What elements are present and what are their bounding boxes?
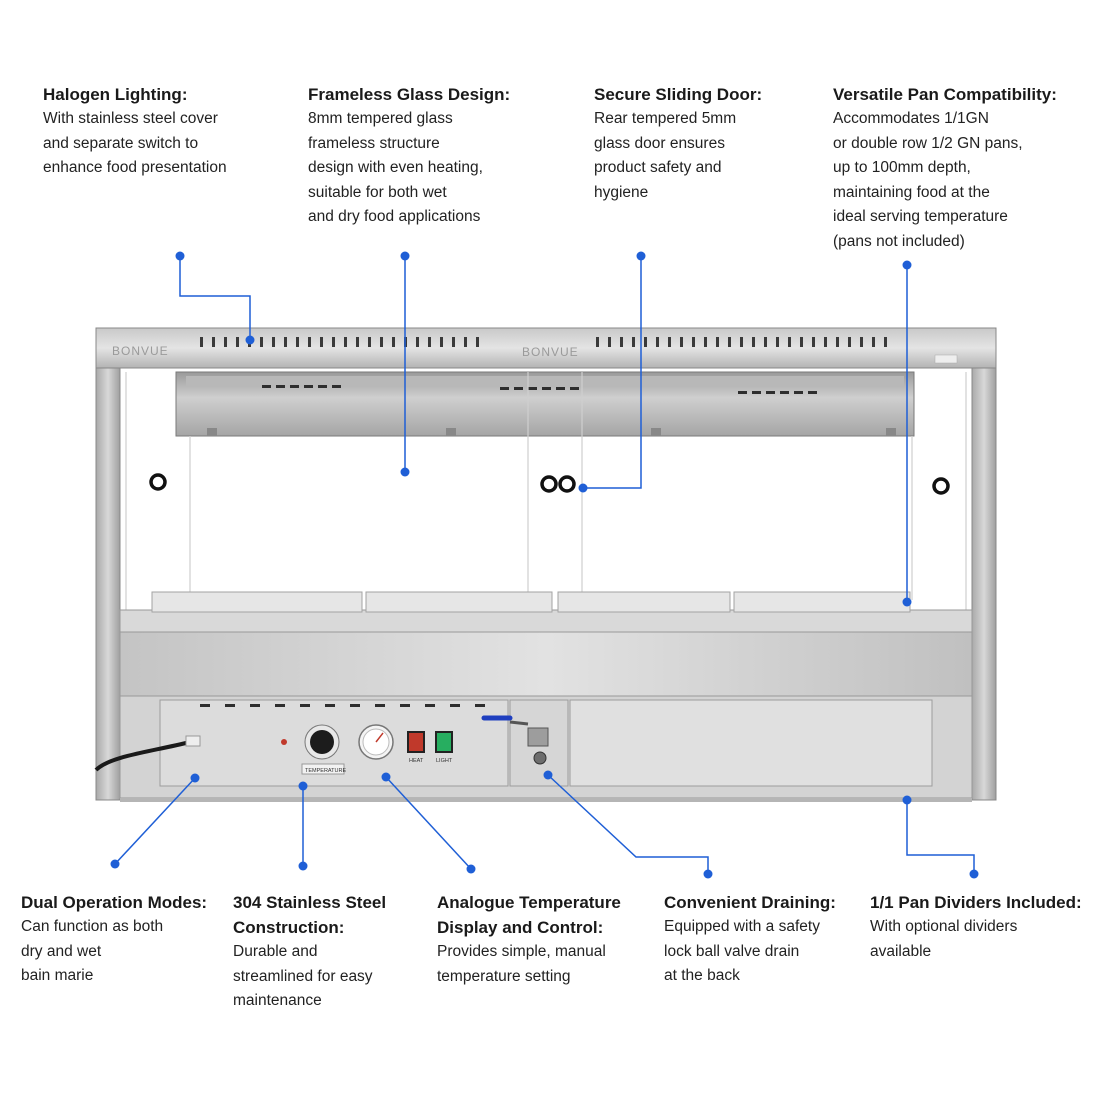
callout-title: Analogue Temperature Display and Control… — [437, 893, 621, 937]
right-post — [971, 367, 997, 801]
callout-body: With stainless steel cover and separate … — [43, 110, 227, 177]
callout-analogue-temperature: Analogue Temperature Display and Control… — [437, 890, 637, 989]
canopy-vents — [200, 337, 887, 347]
callout-title: Versatile Pan Compatibility: — [833, 85, 1057, 104]
callout-sliding-door: Secure Sliding Door: Rear tempered 5mm g… — [594, 82, 814, 205]
spec-sticker — [934, 354, 958, 364]
light-label: LIGHT — [436, 758, 453, 764]
lamp-vents — [262, 385, 817, 394]
callout-title: Halogen Lighting: — [43, 85, 188, 104]
callout-body: Provides simple, manual temperature sett… — [437, 943, 606, 985]
callout-body: Equipped with a safety lock ball valve d… — [664, 918, 820, 985]
callout-title: Convenient Draining: — [664, 893, 836, 912]
pan-deck — [119, 609, 973, 633]
callout-title: Dual Operation Modes: — [21, 893, 208, 912]
callout-frameless-glass: Frameless Glass Design: 8mm tempered gla… — [308, 82, 548, 230]
callout-convenient-draining: Convenient Draining: Equipped with a saf… — [664, 890, 854, 989]
callout-pan-compatibility: Versatile Pan Compatibility: Accommodate… — [833, 82, 1095, 255]
left-post — [95, 367, 121, 801]
callout-body: Accommodates 1/1GN or double row 1/2 GN … — [833, 110, 1023, 250]
callout-stainless-steel: 304 Stainless Steel Construction: Durabl… — [233, 890, 423, 1014]
callout-title: 1/1 Pan Dividers Included: — [870, 893, 1082, 912]
lamp-clips — [207, 428, 896, 436]
heat-switch — [407, 731, 425, 753]
main-body — [119, 631, 973, 697]
temperature-knob — [304, 724, 340, 760]
callout-halogen-lighting: Halogen Lighting: With stainless steel c… — [43, 82, 283, 181]
control-vents — [200, 704, 485, 707]
callout-dots — [110, 251, 979, 879]
food-pans — [151, 591, 911, 613]
lamp-reflector — [186, 376, 904, 386]
callout-pan-dividers: 1/1 Pan Dividers Included: With optional… — [870, 890, 1095, 964]
glass-panels — [125, 372, 967, 610]
callout-body: Can function as both dry and wet bain ma… — [21, 918, 164, 985]
indicator-led — [281, 739, 287, 745]
base-rail — [120, 798, 972, 802]
right-panel — [569, 699, 933, 787]
thermometer-gauge — [358, 724, 394, 760]
drain-panel — [509, 699, 569, 787]
brand-logo-center: BONVUE — [522, 345, 579, 359]
callout-body: Durable and streamlined for easy mainten… — [233, 943, 373, 1010]
cord-strain-relief — [185, 735, 201, 747]
callout-title: Secure Sliding Door: — [594, 85, 763, 104]
door-handles — [149, 473, 950, 495]
callout-title: 304 Stainless Steel Construction: — [233, 893, 387, 937]
heat-label: HEAT — [409, 758, 424, 764]
callout-body: With optional dividers available — [870, 918, 1018, 960]
callout-body: 8mm tempered glass frameless structure d… — [308, 110, 483, 226]
power-cord — [94, 740, 191, 772]
light-switch — [435, 731, 453, 753]
temperature-plate — [301, 763, 345, 775]
callout-dual-operation: Dual Operation Modes: Can function as bo… — [21, 890, 221, 989]
callout-title: Frameless Glass Design: — [308, 85, 511, 104]
callout-leader-lines — [114, 256, 975, 874]
canopy-top — [95, 327, 997, 369]
temperature-label: TEMPERATURE — [305, 768, 346, 774]
brand-logo-left: BONVUE — [112, 344, 169, 358]
callout-body: Rear tempered 5mm glass door ensures pro… — [594, 110, 737, 201]
ball-valve-drain — [481, 715, 549, 765]
